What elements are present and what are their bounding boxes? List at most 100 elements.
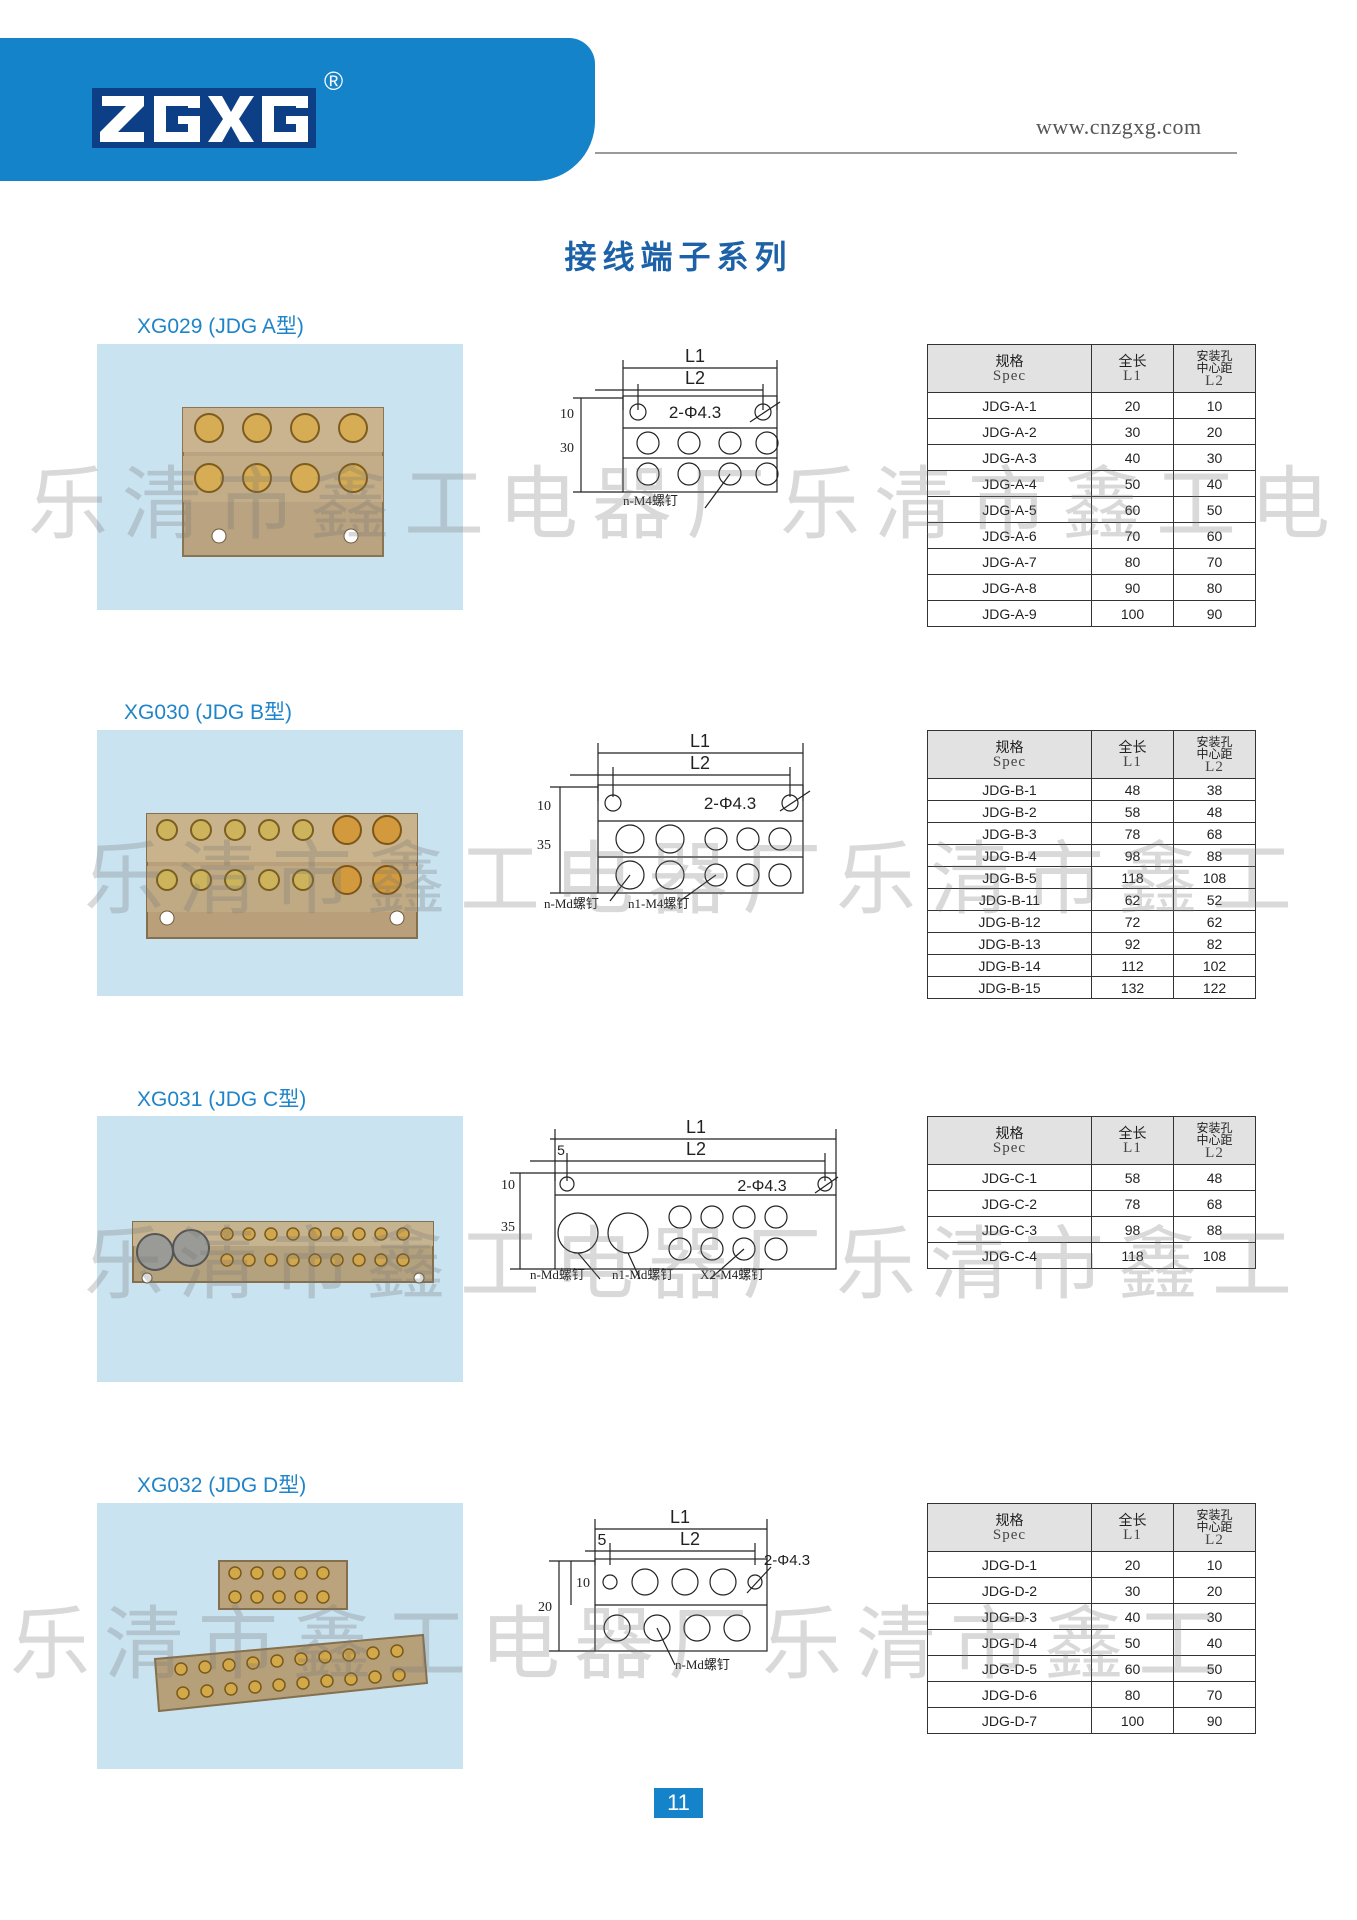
hole-distance-cell: 20 [1173,418,1256,445]
dim-l1: L1 [690,731,710,751]
section-label: XG031 (JDG C型) [137,1088,307,1111]
hole-distance-cell: 10 [1173,392,1256,419]
spec-cell: JDG-A-3 [927,444,1092,471]
hole-distance-cell: 68 [1173,822,1256,845]
length-cell: 112 [1091,954,1174,977]
hole-distance-cell: 108 [1173,866,1256,889]
dim-a: 10 [537,799,551,814]
dim-b: 30 [560,441,574,456]
hole-distance-cell: 122 [1173,976,1256,999]
spec-cell: JDG-A-9 [927,600,1092,627]
dimension-drawing: L1 L2 2-Φ4.3 5 10 35 n-Md螺钉 n1-Md螺钉 X2-M… [500,1113,839,1283]
screw-note: n1-Md螺钉 [612,1267,673,1282]
length-cell: 78 [1091,1190,1174,1217]
hole-distance-cell: 90 [1173,600,1256,627]
hole-distance-cell: 48 [1173,1164,1256,1191]
hole-distance-cell: 38 [1173,778,1256,801]
dim-c: 5 [598,1532,607,1549]
screw-note: n1-M4螺钉 [628,896,689,911]
dim-l1: L1 [686,1117,706,1137]
dim-l1: L1 [685,346,705,366]
section-xg030: XG030 (JDG B型) [0,687,1357,1067]
spec-cell: JDG-A-2 [927,418,1092,445]
spec-cell: JDG-D-4 [927,1629,1092,1656]
length-cell: 70 [1091,522,1174,549]
hole-distance-cell: 48 [1173,800,1256,823]
product-photo [97,344,463,610]
length-cell: 40 [1091,444,1174,471]
dim-l2: L2 [686,1139,706,1159]
spec-cell: JDG-B-15 [927,976,1092,999]
hole-distance-cell: 82 [1173,932,1256,955]
page-title: 接线端子系列 [564,238,793,276]
length-cell: 30 [1091,1577,1174,1604]
product-photo [97,730,463,996]
hole-distance-cell: 60 [1173,522,1256,549]
hole-distance-cell: 30 [1173,1603,1256,1630]
screw-note: n-Md螺钉 [544,896,599,911]
screw-note: n-M4螺钉 [623,493,678,508]
length-cell: 60 [1091,1655,1174,1682]
section-label: XG032 (JDG D型) [137,1474,307,1497]
hole-distance-cell: 70 [1173,548,1256,575]
spec-cell: JDG-B-5 [927,866,1092,889]
dim-hole: 2-Φ4.3 [737,1178,786,1195]
spec-cell: JDG-D-6 [927,1681,1092,1708]
hole-distance-cell: 20 [1173,1577,1256,1604]
dimension-drawing: L1 L2 2-Φ4.3 5 10 20 n-Md螺钉 [525,1501,825,1672]
screw-note: n-Md螺钉 [675,1657,730,1672]
length-cell: 60 [1091,496,1174,523]
hole-distance-cell: 90 [1173,1707,1256,1734]
section-xg032: XG032 (JDG D型) [0,1459,1357,1839]
length-cell: 132 [1091,976,1174,999]
hole-distance-cell: 52 [1173,888,1256,911]
spec-cell: JDG-A-8 [927,574,1092,601]
dim-l2: L2 [680,1529,700,1549]
dim-a: 10 [501,1178,515,1193]
website-url[interactable]: www.cnzgxg.com [1036,114,1202,139]
spec-cell: JDG-A-6 [927,522,1092,549]
length-cell: 50 [1091,1629,1174,1656]
hole-distance-cell: 40 [1173,470,1256,497]
hole-distance-cell: 30 [1173,444,1256,471]
dim-b: 35 [501,1220,515,1235]
spec-cell: JDG-B-12 [927,910,1092,933]
length-cell: 92 [1091,932,1174,955]
hole-distance-cell: 70 [1173,1681,1256,1708]
spec-cell: JDG-B-3 [927,822,1092,845]
length-cell: 50 [1091,470,1174,497]
length-cell: 118 [1091,1242,1174,1269]
dim-hole: 2-Φ4.3 [764,1552,810,1569]
section-xg029: XG029 (JDG A型) [0,300,1357,680]
length-cell: 78 [1091,822,1174,845]
spec-cell: JDG-C-1 [927,1164,1092,1191]
length-cell: 72 [1091,910,1174,933]
hole-distance-cell: 50 [1173,496,1256,523]
spec-cell: JDG-A-4 [927,470,1092,497]
hole-distance-cell: 10 [1173,1551,1256,1578]
screw-note: n-Md螺钉 [530,1267,585,1282]
spec-cell: JDG-C-2 [927,1190,1092,1217]
spec-cell: JDG-D-1 [927,1551,1092,1578]
length-cell: 90 [1091,574,1174,601]
dim-hole: 2-Φ4.3 [704,794,756,813]
spec-cell: JDG-B-1 [927,778,1092,801]
